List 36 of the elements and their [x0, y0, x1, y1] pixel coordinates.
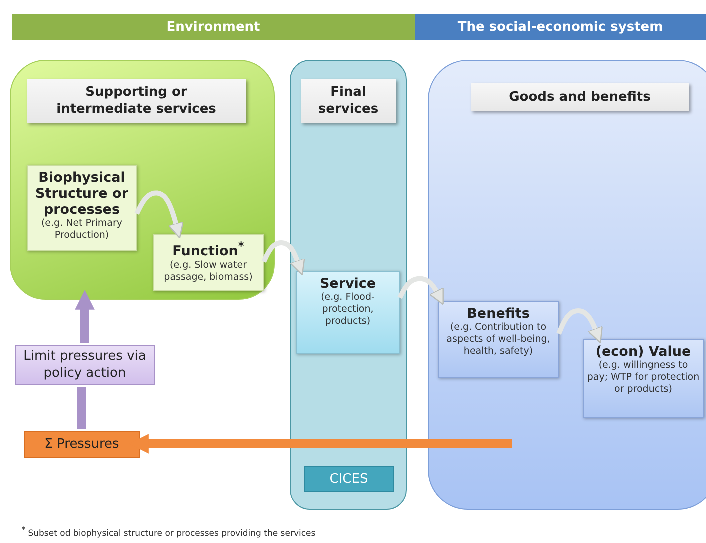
panel-heading: Goods and benefits: [471, 83, 689, 111]
example-text: (e.g. Flood-protection, products): [320, 292, 376, 328]
box-label: CICES: [330, 470, 368, 488]
group-panel: [290, 60, 407, 510]
box-title: Biophysical Structure or processes: [34, 170, 130, 218]
policy-box: [15, 345, 155, 385]
band-title: Environment: [166, 20, 260, 34]
box-title: Benefits: [467, 306, 530, 322]
panel-heading: Final services: [301, 79, 396, 123]
example-text: (e.g. Contribution to aspects of well-being, health, safety): [446, 322, 552, 358]
group-panel: [10, 60, 275, 300]
thick-arrow: [75, 290, 95, 343]
example-text: (e.g. Net Primary Production): [40, 218, 124, 242]
band-title: The social-economic system: [458, 20, 664, 34]
panel-heading: Supporting or intermediate services: [27, 79, 246, 123]
cascade-box: [27, 165, 137, 251]
curved-arrow: [556, 308, 603, 344]
box-label: Σ Pressures: [44, 436, 120, 453]
example-text: (e.g. Slow water passage, biomass): [163, 260, 254, 284]
group-panel: [428, 60, 706, 510]
curved-arrow: [398, 276, 444, 306]
example-text: (e.g. willingness to pay; WTP for protection or products): [587, 360, 700, 396]
classification-box: [304, 466, 394, 492]
section-band: [415, 14, 706, 40]
curved-arrow: [134, 190, 184, 239]
pressures-box: [24, 431, 140, 458]
box-title: Service: [320, 276, 376, 292]
cascade-box: [153, 234, 264, 291]
section-band: [12, 14, 415, 40]
box-title: (econ) Value: [596, 344, 692, 360]
cascade-box: [583, 339, 704, 418]
box-label: Limit pressures via policy action: [22, 348, 148, 382]
box-title: Function$^{*}$: [172, 239, 244, 260]
cascade-box: [296, 271, 400, 354]
cascade-box: [438, 301, 559, 378]
footnote: $^{*}$ Subset od biophysical structure or processes providing the services: [22, 525, 316, 539]
